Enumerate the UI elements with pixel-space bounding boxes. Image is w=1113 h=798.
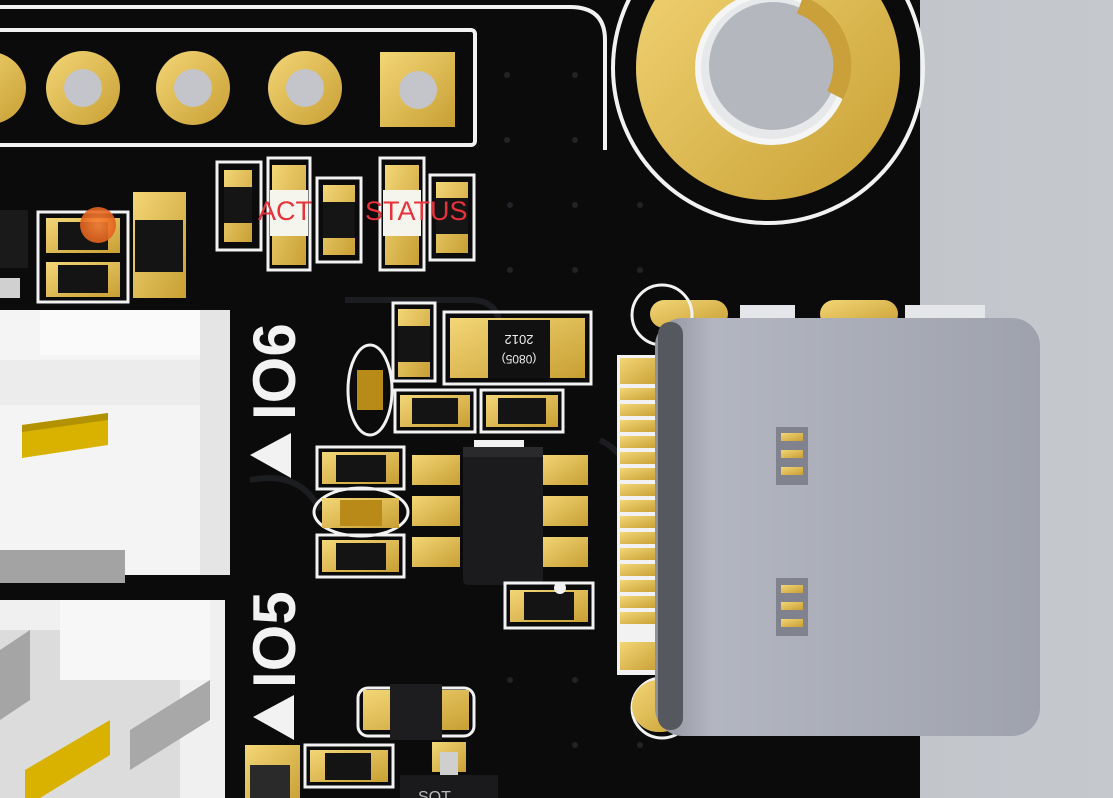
mounting-hole <box>611 0 925 225</box>
act-label: ACT <box>258 196 312 226</box>
resistor-column <box>312 445 410 579</box>
inductor-marking: (0805) 2012 <box>502 332 537 366</box>
bottom-components <box>245 684 498 798</box>
svg-text:2012: 2012 <box>505 332 534 347</box>
io6-silk: IO6 <box>241 323 308 420</box>
io6-triangle <box>250 433 291 478</box>
via-dots <box>504 72 643 748</box>
io6-label: IO6 <box>241 323 308 420</box>
ic-marking: SOT <box>418 789 451 798</box>
usb-c-connector <box>617 283 1040 740</box>
jst-connector-io6 <box>0 310 230 583</box>
status-label: STATUS <box>365 196 468 226</box>
pin-header-outline <box>0 28 477 147</box>
jst-connector-io5 <box>0 600 225 798</box>
left-components <box>0 192 186 304</box>
io5-silk: IO5 <box>241 591 308 688</box>
io5-triangle <box>253 695 294 740</box>
led-block <box>215 156 476 272</box>
svg-text:(0805): (0805) <box>502 352 537 366</box>
io5-label: IO5 <box>241 591 308 688</box>
orange-led <box>80 207 116 243</box>
soic-ic <box>412 440 595 630</box>
inductor-block <box>346 301 593 437</box>
header-pins <box>0 51 455 127</box>
board-outline-silk <box>0 5 607 150</box>
